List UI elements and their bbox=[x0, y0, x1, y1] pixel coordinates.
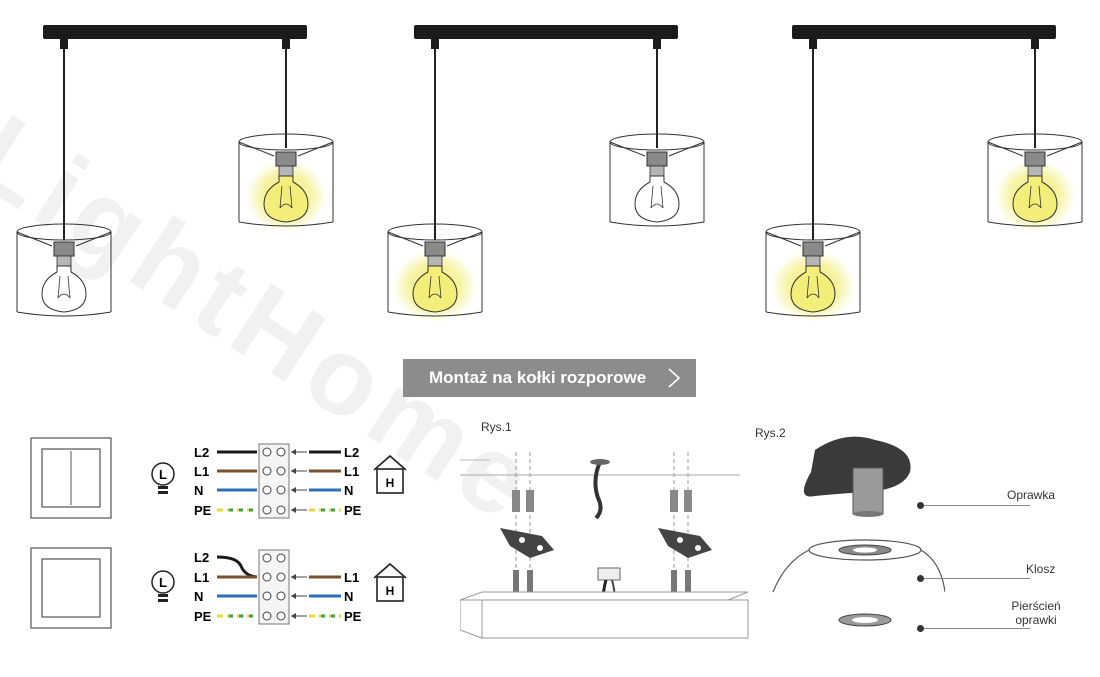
wire-label-right-l2: L2 bbox=[344, 445, 359, 460]
house-letter: H bbox=[386, 476, 395, 490]
anchor-set-right bbox=[658, 452, 712, 608]
wire-label-left-l1: L1 bbox=[194, 570, 209, 585]
terminal-block bbox=[258, 443, 290, 519]
banner-label: Montaż na kołki rozporowe bbox=[429, 368, 647, 387]
pendant-right bbox=[987, 133, 1083, 232]
lamp-variant-1 bbox=[16, 25, 334, 317]
house-icon: H bbox=[373, 562, 407, 602]
anchor-set-left bbox=[500, 452, 554, 608]
wire-label-left-pe: PE bbox=[194, 609, 212, 624]
exploded-figure bbox=[772, 436, 945, 627]
lamp-letter: L bbox=[159, 467, 167, 482]
wiring-diagram-single: L L2 L1 N PE L1 N PE H bbox=[151, 549, 407, 625]
wire-label-left-l2: L2 bbox=[194, 550, 209, 565]
wire-label-right-pe: PE bbox=[344, 609, 362, 624]
wire-label-right-l1: L1 bbox=[344, 570, 359, 585]
lamp-variants bbox=[16, 25, 1083, 322]
pendant-left bbox=[387, 223, 483, 322]
part-label-oprawka: Oprawka bbox=[1007, 488, 1056, 502]
wire-label-left-l2: L2 bbox=[194, 445, 209, 460]
pendant-left bbox=[765, 223, 861, 322]
terminal-block bbox=[258, 549, 290, 625]
house-icon: H bbox=[373, 454, 407, 494]
bulb-icon: L bbox=[151, 462, 175, 494]
wire-label-left-n: N bbox=[194, 483, 203, 498]
mounting-banner[interactable]: Montaż na kołki rozporowe bbox=[403, 359, 696, 397]
wire-label-left-l1: L1 bbox=[194, 464, 209, 479]
wire-label-right-n: N bbox=[344, 483, 353, 498]
pendant-right bbox=[238, 133, 334, 232]
single-switch-icon bbox=[30, 547, 112, 629]
wire-label-right-l1: L1 bbox=[344, 464, 359, 479]
bulb-icon: L bbox=[151, 570, 175, 602]
house-letter: H bbox=[386, 584, 395, 598]
wire-label-left-n: N bbox=[194, 589, 203, 604]
lamp-variant-2 bbox=[387, 25, 705, 322]
lamp-variant-3 bbox=[765, 25, 1083, 322]
figure-2-label: Rys.2 bbox=[755, 426, 786, 440]
wire-label-left-pe: PE bbox=[194, 503, 212, 518]
lamp-letter: L bbox=[159, 575, 167, 590]
part-label-klosz: Klosz bbox=[1026, 562, 1056, 576]
mounting-figure bbox=[460, 452, 749, 639]
wire-label-right-pe: PE bbox=[344, 503, 362, 518]
wire-label-right-n: N bbox=[344, 589, 353, 604]
double-switch-icon bbox=[30, 437, 112, 519]
part-label-pierscien: Pierścień oprawki bbox=[1011, 599, 1061, 627]
wiring-diagram-double: L L2 L1 N PE L2 L1 N PE H bbox=[151, 443, 407, 519]
chevron-right-icon bbox=[668, 368, 681, 388]
figure-1-label: Rys.1 bbox=[481, 420, 512, 434]
